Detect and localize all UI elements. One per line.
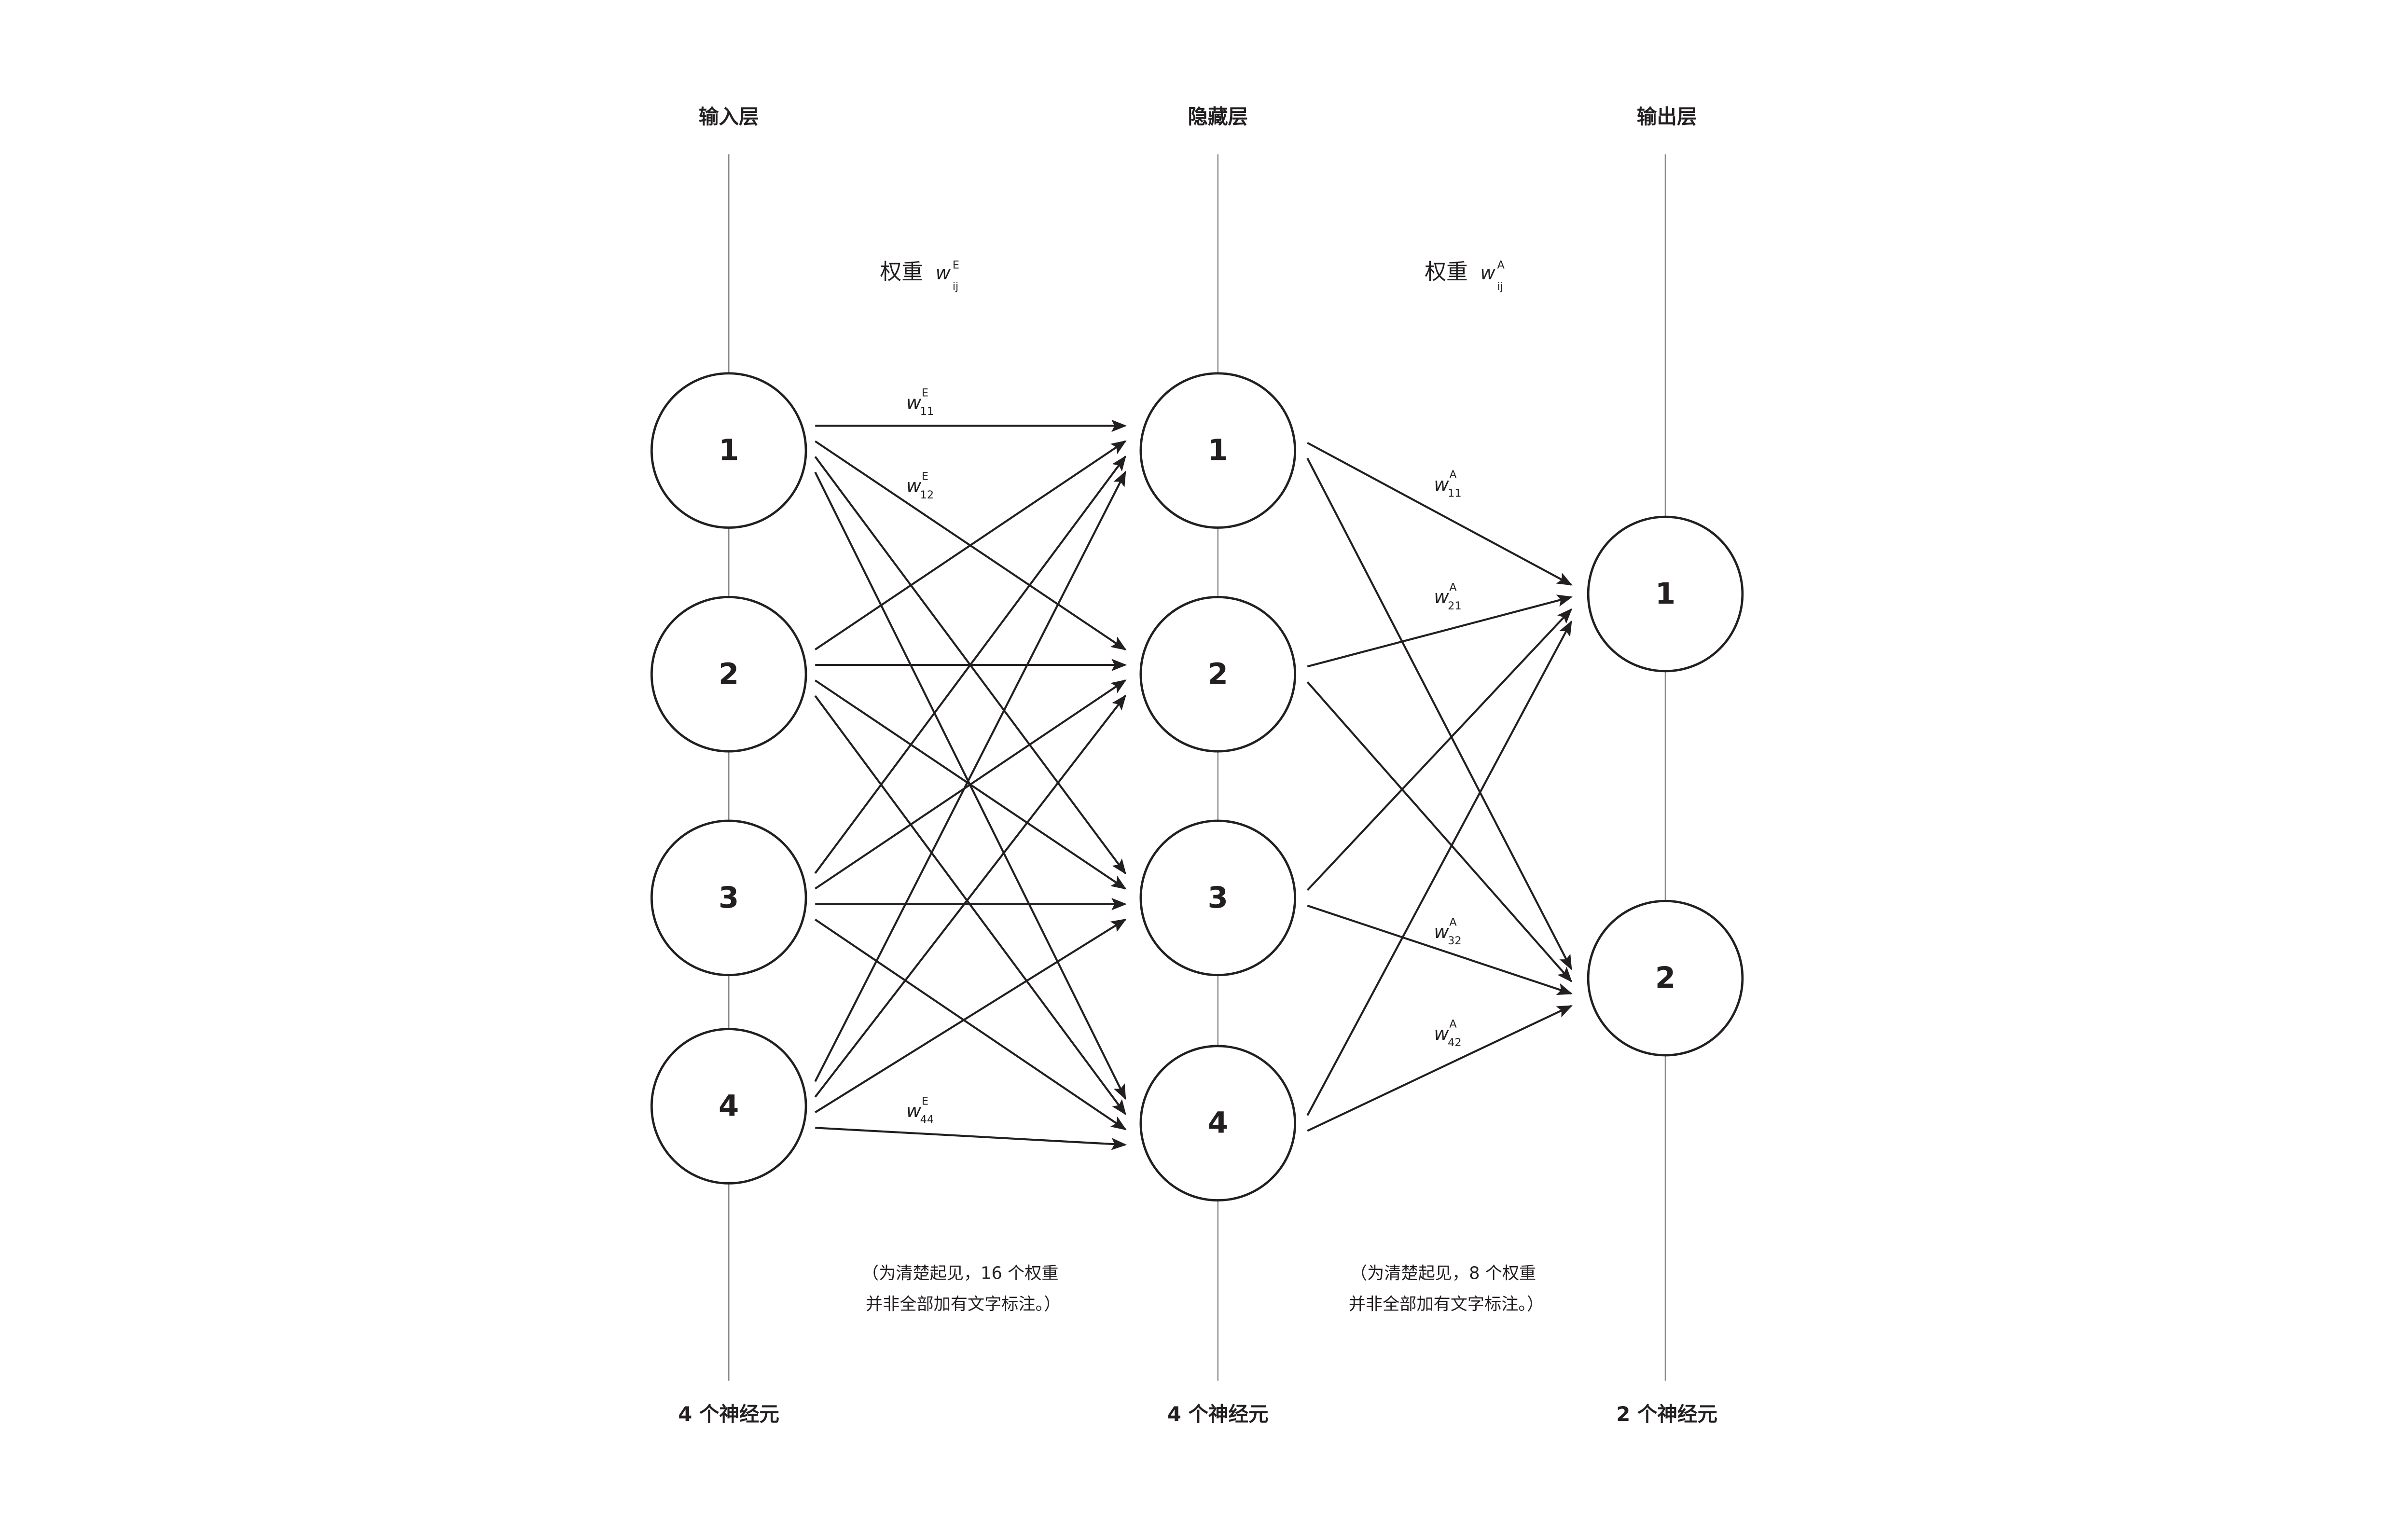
edge-input4-hidden4: [815, 1127, 1127, 1150]
neuron-label: 1: [1655, 577, 1675, 611]
hidden-layer-count: 4 个神经元: [1167, 1402, 1269, 1426]
neuron-circle: [1139, 372, 1297, 529]
output-layer-title: 输出层: [1637, 105, 1697, 128]
edge-hidden3-output1: [1306, 608, 1573, 891]
weight-subscript: 11: [1448, 487, 1461, 500]
weight-superscript: E: [922, 1095, 928, 1107]
neuron-label: 3: [1208, 881, 1228, 915]
weight-header-input-hidden: 权重 w E ij: [880, 259, 959, 293]
neuron-label: 4: [719, 1090, 739, 1123]
input-neuron-1: 1: [650, 372, 807, 529]
output-neuron-1: 1: [1587, 515, 1744, 673]
note-hidden-output-line1: （为清楚起见，8 个权重: [1350, 1264, 1536, 1284]
weight-subscript: 12: [920, 489, 934, 501]
input-neuron-4: 4: [650, 1028, 807, 1185]
neuron-label: 3: [719, 881, 739, 915]
note-hidden-output-line2: 并非全部加有文字标注。）: [1349, 1295, 1544, 1314]
weight-symbol: w: [906, 475, 922, 497]
weight-subscript: 32: [1448, 935, 1461, 947]
weight-symbol: w: [906, 392, 922, 414]
weight-superscript: A: [1449, 1018, 1457, 1030]
edge-input4-hidden2: [814, 694, 1126, 1098]
weight-subscript: 42: [1448, 1036, 1461, 1049]
weight-header-prefix: 权重: [880, 259, 924, 285]
weight-symbol: w: [1480, 262, 1495, 284]
neuron-label: 4: [1208, 1106, 1228, 1140]
output-layer-count: 2 个神经元: [1616, 1402, 1717, 1426]
weight-superscript: E: [922, 470, 928, 483]
weight-subscript: 21: [1448, 600, 1461, 612]
weight-superscript: A: [1449, 581, 1457, 594]
weight-superscript: A: [1449, 916, 1457, 928]
weight-subscript: ij: [1497, 280, 1503, 293]
input-layer-title: 输入层: [699, 105, 759, 128]
hidden-neuron-2: 2: [1139, 595, 1297, 753]
edge-input4-hidden3: [815, 918, 1127, 1114]
weight-symbol: w: [1434, 1023, 1449, 1045]
edge-hidden1-output2: [1306, 457, 1572, 970]
hidden-neuron-3: 3: [1139, 819, 1297, 977]
input-neuron-2: 2: [650, 595, 807, 753]
edge-input3-hidden1: [814, 455, 1126, 874]
neuron-circle: [1587, 515, 1744, 673]
neuron-circle: [650, 372, 807, 529]
weight-superscript: E: [922, 387, 928, 400]
note-input-hidden-line1: （为清楚起见，16 个权重: [862, 1264, 1058, 1284]
weight-symbol: w: [1434, 474, 1449, 496]
weight-superscript: A: [1449, 469, 1457, 481]
neuron-circle: [1139, 819, 1297, 977]
edge-hidden2-output2: [1306, 681, 1573, 982]
edge-hidden3-output2: [1307, 904, 1573, 995]
weight-subscript: 44: [920, 1114, 934, 1126]
edge-input3-hidden2: [815, 679, 1127, 890]
neuron-label: 2: [719, 657, 739, 691]
weight-subscript: 11: [920, 405, 934, 418]
neuron-circle: [650, 595, 807, 753]
output-neuron-2: 2: [1587, 899, 1744, 1057]
weight-header-hidden-output: 权重 w A ij: [1425, 259, 1505, 293]
weight-symbol: w: [1434, 586, 1449, 608]
edge-hidden2-output1: [1307, 594, 1573, 668]
weight-symbol: w: [906, 1100, 922, 1122]
neuron-circle: [650, 1028, 807, 1185]
input-neuron-3: 3: [650, 819, 807, 977]
neuron-label: 1: [1208, 434, 1228, 468]
neuron-label: 2: [1655, 961, 1675, 995]
edge-input2-hidden1: [815, 440, 1127, 650]
neuron-circle: [1139, 1045, 1297, 1201]
weight-subscript: ij: [953, 280, 958, 293]
hidden-layer-title: 隐藏层: [1188, 105, 1248, 128]
neuron-circle: [1139, 595, 1297, 753]
neuron-label: 1: [719, 434, 739, 468]
note-input-hidden-line2: 并非全部加有文字标注。）: [866, 1295, 1061, 1314]
weight-symbol: w: [1434, 921, 1449, 943]
weight-header-prefix: 权重: [1425, 259, 1468, 285]
weight-superscript: E: [953, 259, 959, 271]
weight-symbol: w: [936, 262, 951, 284]
edge-input4-hidden1: [814, 470, 1126, 1082]
neuron-circle: [1587, 899, 1744, 1057]
neuron-label: 2: [1208, 657, 1228, 691]
hidden-neuron-1: 1: [1139, 372, 1297, 529]
input-layer-count: 4 个神经元: [678, 1402, 779, 1426]
edge-hidden4-output1: [1306, 620, 1572, 1116]
edge-hidden1-output1: [1307, 442, 1573, 586]
weight-superscript: A: [1497, 259, 1505, 271]
hidden-neuron-4: 4: [1139, 1045, 1297, 1201]
edge-hidden4-output2: [1307, 1005, 1573, 1132]
edge-input3-hidden4: [815, 918, 1127, 1131]
neuron-circle: [650, 819, 807, 977]
